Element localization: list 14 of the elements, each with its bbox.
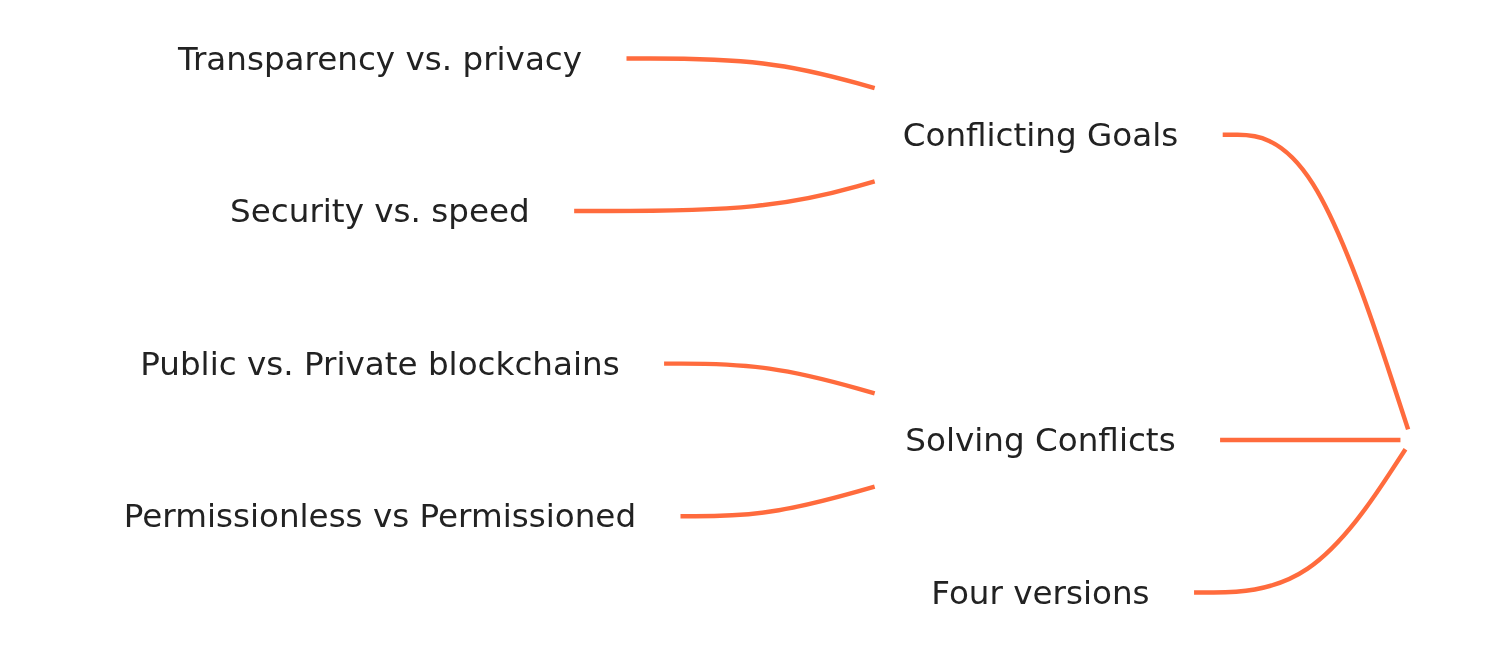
node-text: Permissionless vs Permissioned <box>123 497 637 535</box>
connector-line <box>626 56 876 91</box>
connector-line <box>680 484 876 519</box>
connector-line <box>1220 437 1401 443</box>
node-text: Conflicting Goals <box>902 116 1179 154</box>
connector-line <box>574 179 876 214</box>
node-text: Transparency vs. privacy <box>177 39 583 78</box>
node-text: Security vs. speed <box>230 192 530 230</box>
node-text: Four versions <box>931 573 1150 612</box>
node-text: Public vs. Private blockchains <box>140 345 620 383</box>
node-text: Solving Conflicts <box>905 421 1176 459</box>
connector-line <box>1222 132 1411 431</box>
connector-line <box>664 361 876 396</box>
connector-line <box>1194 448 1408 595</box>
